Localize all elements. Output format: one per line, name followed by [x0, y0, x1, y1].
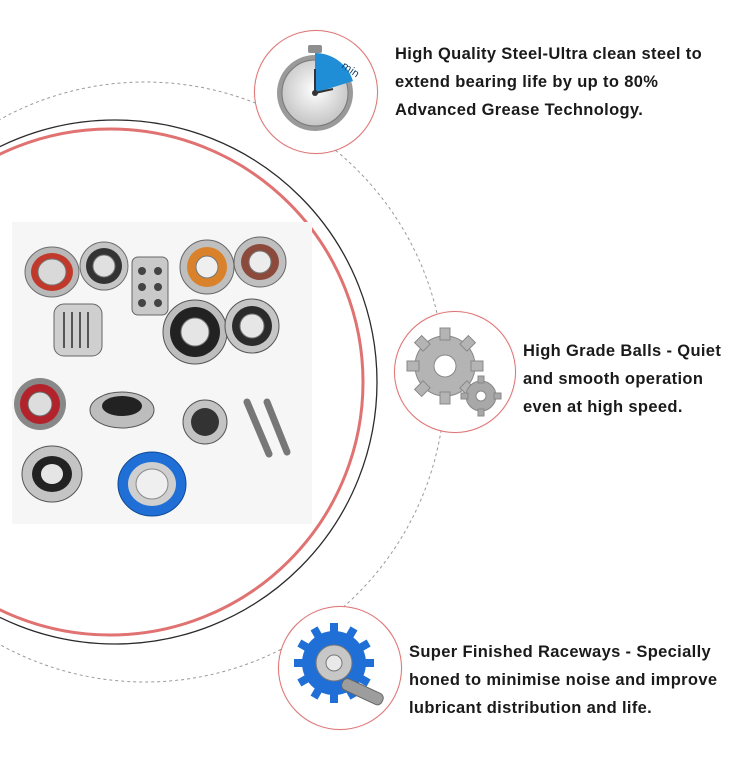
feature-raceways-line-3: lubricant distribution and life.: [409, 699, 653, 717]
dark-ring: [0, 119, 378, 645]
bearings-collection-image: [12, 222, 312, 524]
blue-gear-shaft-icon: [294, 623, 384, 706]
feature-balls-line-3: even at high speed.: [523, 398, 683, 416]
stopwatch-badge: min: [254, 30, 378, 154]
feature-balls-line-2: and smooth operation: [523, 370, 704, 388]
feature-raceways-line-1: Super Finished Raceways - Specially: [409, 643, 712, 661]
feature-balls-text: High Grade Balls - Quiet and smooth oper…: [523, 337, 721, 421]
feature-raceways-line-2: honed to minimise noise and improve: [409, 671, 718, 689]
feature-steel-line-1: High Quality Steel-Ultra clean steel to: [395, 45, 703, 63]
stopwatch-icon: min: [277, 45, 361, 131]
feature-steel-line-2: extend bearing life by up to 80%: [395, 73, 659, 91]
feature-steel-line-3: Advanced Grease Technology.: [395, 101, 644, 119]
blue-gear-badge: [278, 606, 402, 730]
feature-raceways-text: Super Finished Raceways - Specially hone…: [409, 638, 717, 722]
feature-balls-line-1: High Grade Balls - Quiet: [523, 342, 722, 360]
gears-icon: [406, 327, 502, 417]
feature-steel-text: High Quality Steel-Ultra clean steel to …: [395, 40, 702, 124]
gears-badge: [394, 311, 516, 433]
red-ring: [0, 127, 365, 637]
